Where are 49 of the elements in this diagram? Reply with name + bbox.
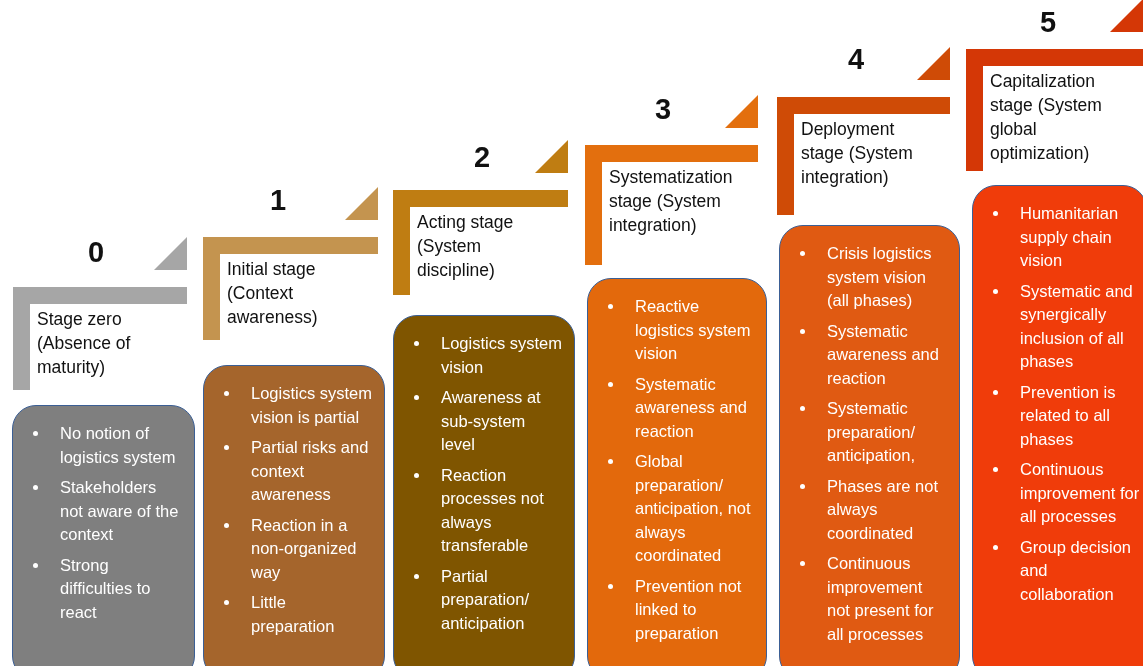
stage-box bbox=[12, 405, 195, 666]
stage-title: Acting stage (System discipline) bbox=[417, 211, 515, 282]
stair-step bbox=[13, 287, 187, 390]
bullet-text: Little preparation bbox=[251, 592, 336, 637]
bullet-text: Phases are not always coordinated bbox=[827, 475, 939, 544]
bullet-text: Global preparation/ anticipation, not always coordinated bbox=[635, 451, 752, 566]
stage-title: Stage zero (Absence of maturity) bbox=[37, 308, 132, 379]
bullet-text: Strong difficulties to react bbox=[60, 554, 152, 623]
bullet-text: Continuous improvement for all processes bbox=[1020, 459, 1141, 527]
stage-box bbox=[779, 225, 960, 666]
bullet-text: Continuous improvement not present for all processes bbox=[827, 553, 935, 645]
bullet-text: Prevention is related to all phases bbox=[1020, 381, 1117, 450]
stage-number: 2 bbox=[474, 141, 491, 174]
stair-step bbox=[203, 237, 378, 340]
stair-step bbox=[393, 190, 568, 295]
stage-title: Deployment stage (System integration) bbox=[801, 118, 914, 189]
stage-box bbox=[393, 315, 575, 666]
bullet-text: Systematic preparation/ anticipation, bbox=[827, 398, 917, 466]
stage-number: 4 bbox=[848, 43, 865, 76]
bullet-text: Systematic awareness and reaction bbox=[827, 320, 940, 389]
stage-box bbox=[587, 278, 767, 666]
bullet-text: Crisis logistics system vision (all phases) bbox=[827, 243, 933, 311]
bullet-text: Stakeholders not aware of the context bbox=[60, 477, 180, 545]
bullet-text: Partial preparation/ anticipation bbox=[441, 565, 531, 634]
stage-number: 5 bbox=[1040, 6, 1057, 39]
bullet-text: Group decision and collaboration bbox=[1020, 536, 1132, 605]
stage-title: Systematization stage (System integration) bbox=[609, 166, 734, 237]
stage-box bbox=[203, 365, 385, 666]
bullet-text: Awareness at sub-system level bbox=[441, 387, 542, 455]
bullet-text: Systematic awareness and reaction bbox=[635, 373, 748, 442]
stage-title: Capitalization stage (System global optimization) bbox=[990, 70, 1103, 165]
stair-step bbox=[777, 97, 950, 215]
bullet-text: Humanitarian supply chain vision bbox=[1020, 203, 1120, 271]
stage-box bbox=[972, 185, 1143, 666]
bullet-text: Reactive logistics system vision bbox=[635, 296, 752, 364]
bullet-text: Prevention not linked to preparation bbox=[635, 575, 743, 644]
bullet-text: Logistics system vision is partial bbox=[251, 383, 373, 428]
stage-title: Initial stage (Context awareness) bbox=[227, 258, 319, 329]
bullet-text: Logistics system vision bbox=[441, 333, 563, 378]
bullet-text: Partial risks and context awareness bbox=[251, 437, 370, 505]
stage-number: 0 bbox=[88, 236, 105, 269]
bullet-text: Systematic and synergically inclusion of all phases bbox=[1020, 280, 1134, 372]
stair-step bbox=[966, 49, 1143, 171]
bullet-text: No notion of logistics system bbox=[60, 423, 177, 468]
bullet-text: Reaction processes not always transferable bbox=[441, 464, 545, 556]
bullet-text: Reaction in a non-organized way bbox=[251, 514, 358, 583]
stage-number: 3 bbox=[655, 93, 672, 126]
stair-step bbox=[585, 145, 758, 265]
stage-number: 1 bbox=[270, 184, 287, 217]
